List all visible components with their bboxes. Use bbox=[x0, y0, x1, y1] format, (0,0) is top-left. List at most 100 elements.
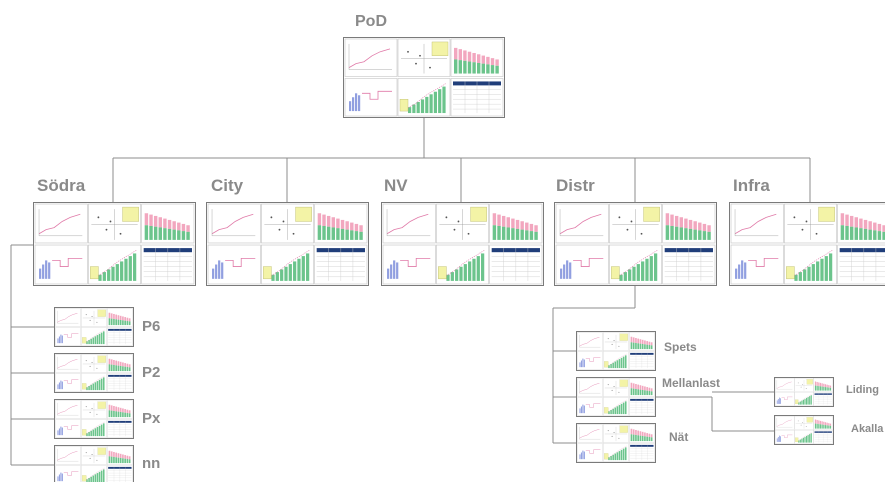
mini-bar-pink bbox=[113, 405, 115, 411]
dashboard-thumbnail-nat[interactable] bbox=[576, 423, 656, 463]
dashboard-thumbnail-city[interactable] bbox=[206, 202, 369, 286]
mini-trend-line bbox=[85, 375, 105, 389]
mini-panel bbox=[794, 392, 814, 406]
mini-bar-green bbox=[92, 383, 95, 391]
mini-sticky-note bbox=[399, 99, 409, 112]
mini-bar-pink bbox=[481, 55, 485, 64]
dashboard-thumbnail-px[interactable] bbox=[54, 399, 134, 439]
dashboard-thumbnail-infra[interactable] bbox=[729, 202, 885, 286]
mini-bar-green bbox=[639, 435, 642, 442]
mini-bar-pink bbox=[115, 406, 118, 412]
mini-bar-green bbox=[826, 425, 828, 429]
mini-bar-green bbox=[612, 454, 614, 461]
dashboard-thumbnail-akalla[interactable] bbox=[774, 415, 834, 445]
mini-bar-green bbox=[416, 101, 420, 114]
dashboard-thumbnail-liding[interactable] bbox=[774, 377, 834, 407]
mini-bar-pink bbox=[826, 384, 828, 388]
dashboard-thumbnail-p2[interactable] bbox=[54, 353, 134, 393]
mini-bar-green bbox=[803, 269, 807, 281]
mini-bar-green bbox=[670, 225, 674, 240]
mini-bar-green bbox=[645, 258, 649, 281]
mini-bar-green bbox=[128, 321, 131, 326]
mini-bar-green bbox=[632, 434, 635, 442]
mini-scatter-point bbox=[618, 391, 620, 393]
mini-bar-green bbox=[679, 227, 683, 240]
mini-sticky-note bbox=[619, 379, 628, 387]
mini-trend-line bbox=[57, 359, 78, 369]
mini-scatter-point bbox=[415, 62, 417, 65]
dashboard-mini-canvas bbox=[555, 203, 716, 285]
mini-bar-blue bbox=[744, 262, 747, 279]
mini-bar-green bbox=[618, 451, 621, 461]
mini-trend-line bbox=[797, 394, 813, 404]
dashboard-thumbnail-spets[interactable] bbox=[576, 331, 656, 371]
mini-bar-blue bbox=[560, 268, 563, 279]
mini-bar-blue bbox=[579, 408, 581, 414]
mini-bar-green bbox=[636, 264, 640, 281]
mini-bar-pink bbox=[648, 341, 651, 346]
mini-bar-pink bbox=[828, 385, 830, 388]
mini-scatter-point bbox=[96, 321, 98, 323]
node-label-spets: Spets bbox=[664, 340, 697, 354]
mini-bar-green bbox=[644, 344, 646, 350]
mini-bar-green bbox=[650, 345, 653, 350]
mini-bar-green bbox=[612, 362, 614, 369]
mini-bar-green bbox=[821, 424, 823, 429]
mini-bar-green bbox=[868, 229, 872, 240]
mini-bar-green bbox=[810, 433, 812, 443]
mini-panel bbox=[577, 332, 603, 351]
mini-scatter-point bbox=[96, 413, 98, 415]
mini-panel bbox=[603, 397, 629, 416]
mini-bar-green bbox=[86, 341, 88, 345]
mini-bar-green bbox=[828, 425, 830, 429]
mini-sticky-note bbox=[438, 266, 447, 280]
mini-bar-pink bbox=[821, 383, 823, 387]
dashboard-thumbnail-sodra[interactable] bbox=[33, 202, 196, 286]
mini-bar-pink bbox=[128, 364, 131, 368]
mini-bar-green bbox=[639, 389, 642, 396]
mini-bar-pink bbox=[840, 213, 845, 226]
mini-bar-pink bbox=[515, 219, 520, 229]
dashboard-thumbnail-nv[interactable] bbox=[381, 202, 544, 286]
mini-scatter-point bbox=[419, 54, 421, 57]
mini-bar-green bbox=[637, 435, 640, 442]
dashboard-thumbnail-nn[interactable] bbox=[54, 445, 134, 482]
mini-trend-line bbox=[38, 213, 81, 235]
dashboard-thumbnail-mellanlast[interactable] bbox=[576, 377, 656, 417]
mini-bar-pink bbox=[486, 56, 490, 65]
mini-bar-pink bbox=[117, 453, 120, 458]
mini-bar-green bbox=[809, 434, 811, 443]
node-label-nn: nn bbox=[142, 455, 161, 472]
mini-bar-pink bbox=[637, 338, 640, 344]
mini-bar-green bbox=[88, 340, 90, 345]
mini-bar-pink bbox=[650, 434, 653, 438]
dashboard-mini-canvas bbox=[207, 203, 368, 285]
dashboard-thumbnail-distr[interactable] bbox=[554, 202, 717, 286]
mini-bar-pink bbox=[359, 225, 363, 232]
mini-bar-green bbox=[823, 386, 825, 391]
mini-sticky-note bbox=[97, 355, 106, 363]
dashboard-thumbnail-p6[interactable] bbox=[54, 307, 134, 347]
mini-bar-green bbox=[641, 261, 645, 281]
mini-bar-blue bbox=[61, 473, 63, 482]
mini-bar-green bbox=[120, 261, 124, 281]
mini-bar-blue bbox=[569, 262, 572, 279]
mini-bar-pink bbox=[816, 381, 818, 386]
mini-scatter-point bbox=[613, 340, 615, 341]
mini-bar-blue bbox=[583, 359, 585, 368]
mini-bar-green bbox=[506, 227, 510, 240]
dashboard-thumbnail-pod[interactable] bbox=[343, 37, 505, 118]
mini-bar-green bbox=[472, 258, 476, 281]
mini-panel bbox=[603, 351, 629, 370]
mini-bar-blue bbox=[58, 336, 60, 344]
mini-bar-green bbox=[113, 456, 115, 464]
mini-bar-green bbox=[94, 474, 97, 482]
mini-bar-green bbox=[618, 359, 621, 369]
mini-trend-line bbox=[617, 249, 658, 278]
mini-bar-green bbox=[623, 272, 627, 281]
node-label-px: Px bbox=[142, 410, 161, 427]
mini-bar-blue bbox=[777, 437, 779, 442]
mini-bar-green bbox=[110, 410, 113, 418]
mini-bar-blue bbox=[221, 262, 224, 279]
mini-bar-pink bbox=[882, 225, 885, 232]
